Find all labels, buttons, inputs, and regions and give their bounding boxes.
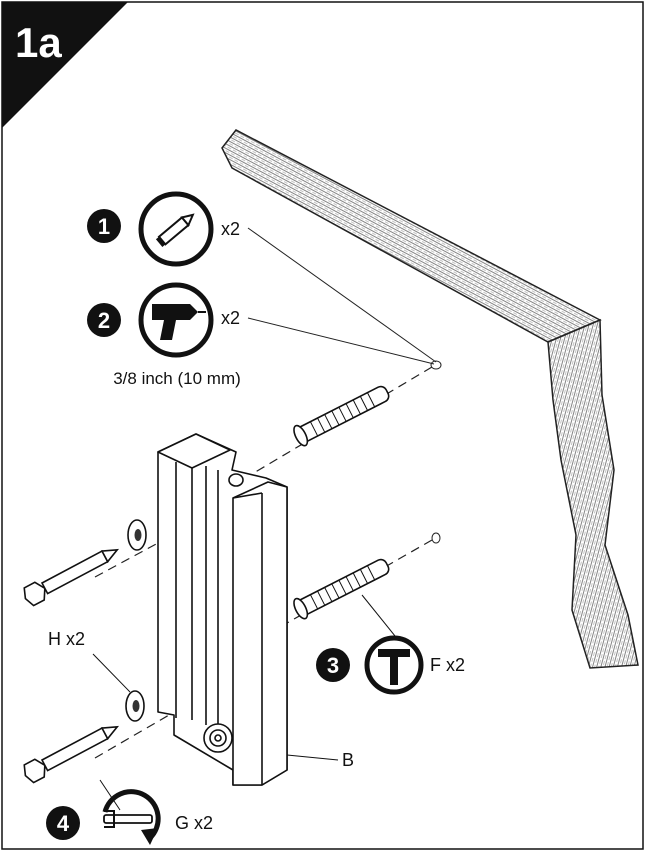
- step-4-number: 4: [57, 811, 70, 836]
- tool-step-4: 4 G x2: [46, 789, 213, 845]
- step-2-count: x2: [221, 308, 240, 328]
- tool-step-2: 2 x2 3/8 inch (10 mm): [87, 282, 241, 388]
- washer-leader: [92, 653, 131, 693]
- washer-upper: [127, 519, 147, 551]
- bolt-upper: [23, 548, 120, 607]
- step-2-number: 2: [98, 308, 110, 333]
- bracket-b: [157, 433, 288, 786]
- wall-hole-lower: [431, 532, 441, 544]
- step-1-bullet: [87, 209, 121, 243]
- wall-hole-upper: [430, 360, 442, 370]
- step-1-number: 1: [98, 214, 110, 239]
- wall-anchor-lower: [293, 558, 390, 620]
- bracket-label: B: [342, 750, 354, 770]
- bolt-lower: [23, 725, 120, 784]
- step-badge: 1a: [2, 2, 128, 128]
- leader-line-drill: [247, 317, 435, 365]
- wall-surface: [221, 129, 639, 669]
- bracket-leader: [286, 754, 339, 761]
- bolt-leader: [99, 779, 121, 811]
- step-3-bullet: [316, 648, 350, 682]
- drill-size-note: 3/8 inch (10 mm): [113, 369, 241, 388]
- anchor-leader: [361, 594, 396, 637]
- leader-line-mark: [247, 227, 437, 363]
- tool-step-1: 1 x2: [87, 191, 240, 267]
- wrench-icon: [102, 789, 161, 845]
- step-4-bullet: [46, 806, 80, 840]
- step-number: 1a: [15, 19, 62, 66]
- bolt-label: G x2: [175, 813, 213, 833]
- washer-lower: [125, 690, 145, 722]
- step-1-count: x2: [221, 219, 240, 239]
- washer-label: H x2: [48, 629, 85, 649]
- step-2-bullet: [87, 303, 121, 337]
- tool-step-3: 3 F x2: [316, 635, 465, 695]
- wall-anchor-upper: [293, 385, 390, 447]
- anchor-label: F x2: [430, 655, 465, 675]
- step-3-number: 3: [327, 653, 339, 678]
